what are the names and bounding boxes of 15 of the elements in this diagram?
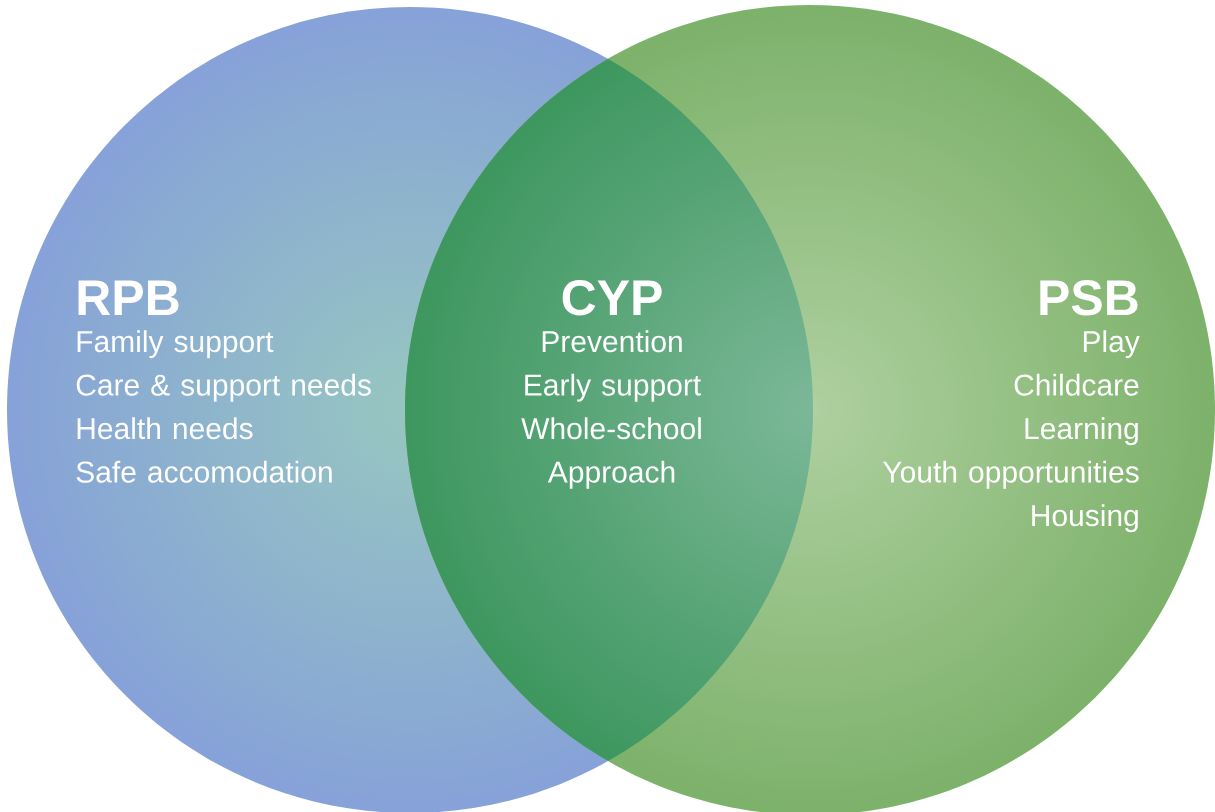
node-label: Safe accomodation <box>76 460 332 483</box>
item-list: Play Childcare Learning Youth opportunities Housing <box>883 330 1140 533</box>
heading: PSB <box>1040 280 1138 316</box>
item-list: Family support Care & support needs Health needs Safe accomodation <box>76 330 371 483</box>
node-label: Family support <box>77 330 274 359</box>
node-label: Housing <box>1032 504 1138 533</box>
heading: RPB <box>78 280 179 315</box>
heading: CYP <box>562 280 662 316</box>
node-label: Childcare <box>1014 373 1139 396</box>
node-label: Play <box>1083 330 1140 359</box>
node-label: Care & support needs <box>76 373 371 402</box>
node-label: Youth opportunities <box>883 460 1139 489</box>
item-list: Prevention Early support Whole-school Approach <box>521 330 701 489</box>
node-label: Learning <box>1025 417 1138 446</box>
node-label: Health needs <box>77 417 253 440</box>
